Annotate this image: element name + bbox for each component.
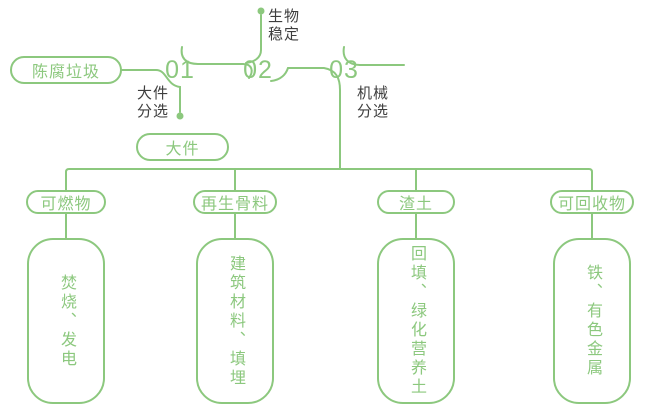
step-label-line: 稳定 xyxy=(268,26,301,43)
hook-02-in xyxy=(242,63,253,79)
category-node-slag-soil: 渣土 xyxy=(377,190,455,214)
step-label-bio-stabilization: 生物 稳定 xyxy=(268,8,300,44)
step-label-line: 分选 xyxy=(137,103,170,120)
line-source-to-01 xyxy=(121,69,181,113)
step-label-line: 机械 xyxy=(357,85,390,102)
line-01-to-02 xyxy=(180,46,244,65)
category-node-combustibles: 可燃物 xyxy=(26,190,106,214)
line-03-out xyxy=(342,46,405,66)
detail-box-slag-soil: 回填、绿化营养土 xyxy=(377,238,455,404)
connector-dot-bulky xyxy=(176,112,184,120)
category-node-recyclables: 可回收物 xyxy=(550,190,634,214)
line-02-to-03-and-down xyxy=(270,67,341,169)
step-label-mechanical-sorting: 机械 分选 xyxy=(357,85,389,121)
step-number-02: 02 xyxy=(243,56,273,84)
detail-text: 焚烧、发电 xyxy=(58,273,75,369)
category-node-recycled-aggregate: 再生骨料 xyxy=(193,190,277,214)
step-label-line: 生物 xyxy=(268,8,301,25)
step-number-03: 03 xyxy=(329,56,359,84)
distribution-bar xyxy=(65,168,593,191)
detail-box-recycled-aggregate: 建筑材料、填埋 xyxy=(196,238,274,404)
step-label-bulky-sorting: 大件 分选 xyxy=(137,85,169,121)
connector-dot-bio xyxy=(257,7,265,15)
detail-text: 回填、绿化营养土 xyxy=(408,245,425,397)
detail-box-combustibles: 焚烧、发电 xyxy=(27,238,105,404)
step-label-line: 分选 xyxy=(357,103,390,120)
step-number-01: 01 xyxy=(165,56,195,84)
source-node: 陈腐垃圾 xyxy=(10,56,122,84)
step-label-line: 大件 xyxy=(137,85,170,102)
bulky-item-node: 大件 xyxy=(136,133,229,161)
line-02-up-branch xyxy=(245,14,262,64)
detail-box-recyclables: 铁、有色金属 xyxy=(553,238,631,404)
detail-text: 建筑材料、填埋 xyxy=(227,254,244,388)
detail-text: 铁、有色金属 xyxy=(584,264,601,378)
